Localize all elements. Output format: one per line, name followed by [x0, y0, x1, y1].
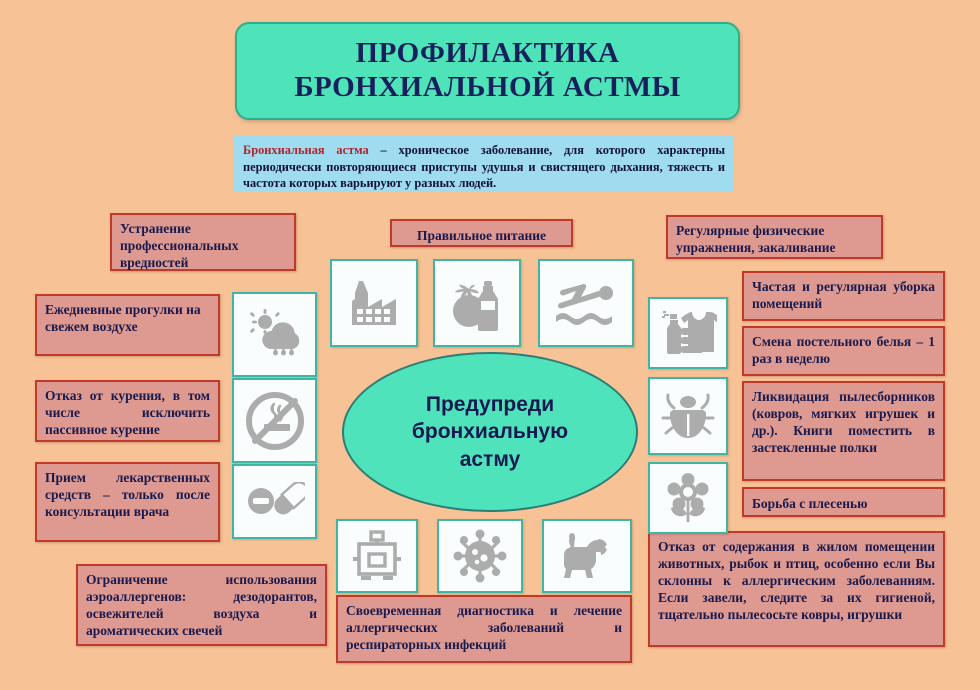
box-quit-smoking: Отказ от курения, в том числе исключить …: [35, 380, 220, 442]
definition-text: – хроническое заболевание, для которого …: [243, 143, 726, 190]
box-occupational-hazards: Устранение профессиональных вредностей: [110, 213, 296, 271]
title-line-1: ПРОФИЛАКТИКА: [355, 37, 620, 70]
pills-icon: [247, 481, 305, 514]
central-callout-text: Предупреди бронхиальную астму: [412, 391, 568, 473]
tile-pets: [542, 519, 632, 593]
spray-bottle-and-laundry-icon: [662, 311, 717, 354]
box-bed-linen-label: Смена постельного белья – 1 раз в неделю: [752, 334, 935, 366]
definition-box: Бронхиальная астма – хроническое заболев…: [234, 136, 734, 192]
box-medication: Прием лекарственных средств – только пос…: [35, 462, 220, 542]
swimmer-icon: [556, 283, 613, 325]
box-proper-nutrition-label: Правильное питание: [416, 228, 547, 243]
tile-diagnostics: [336, 519, 418, 593]
box-daily-walks: Ежедневные прогулки на свежем воздухе: [35, 294, 220, 356]
tile-medication: [232, 464, 317, 539]
central-line-3: астму: [459, 447, 521, 471]
tomato-and-milk-icon: [453, 281, 498, 331]
box-aeroallergens-label: Ограничение использования аэроаллергенов…: [86, 572, 317, 638]
tile-dust-mite: [648, 377, 728, 455]
tile-factory: [330, 259, 418, 347]
box-proper-nutrition: Правильное питание: [390, 219, 573, 247]
box-mold-control: Борьба с плесенью: [742, 487, 945, 517]
tile-nutrition: [433, 259, 521, 347]
box-physical-exercise-label: Регулярные физические упражнения, закали…: [676, 223, 836, 255]
flower-icon: [667, 473, 709, 522]
dog-icon: [564, 533, 609, 578]
tile-flower: [648, 462, 728, 534]
box-regular-cleaning: Частая и регулярная уборка помещений: [742, 271, 945, 321]
box-bed-linen: Смена постельного белья – 1 раз в неделю: [742, 326, 945, 376]
title-banner: ПРОФИЛАКТИКА БРОНХИАЛЬНОЙ АСТМЫ: [235, 22, 740, 120]
box-aeroallergens: Ограничение использования аэроаллергенов…: [76, 564, 327, 646]
box-pets-label: Отказ от содержания в жилом помещении жи…: [658, 539, 935, 622]
box-regular-cleaning-label: Частая и регулярная уборка помещений: [752, 279, 935, 311]
tile-virus: [437, 519, 523, 593]
no-smoking-icon: [245, 391, 304, 450]
central-line-2: бронхиальную: [411, 420, 569, 444]
tile-no-smoking: [232, 378, 317, 463]
box-dust-collectors: Ликвидация пылесборников (ковров, мягких…: [742, 381, 945, 481]
box-daily-walks-label: Ежедневные прогулки на свежем воздухе: [45, 302, 201, 334]
box-quit-smoking-label: Отказ от курения, в том числе исключить …: [45, 388, 210, 437]
box-timely-diagnostics-label: Своевременная диагностика и лечение алле…: [346, 603, 622, 652]
factory-icon: [352, 281, 396, 325]
sun-cloud-rain-icon: [249, 308, 299, 355]
box-pets: Отказ от содержания в жилом помещении жи…: [648, 531, 945, 647]
box-occupational-hazards-label: Устранение профессиональных вредностей: [120, 221, 239, 270]
definition-term: Бронхиальная астма: [243, 143, 369, 157]
box-mold-control-label: Борьба с плесенью: [752, 496, 868, 511]
box-timely-diagnostics: Своевременная диагностика и лечение алле…: [336, 595, 632, 663]
box-dust-collectors-label: Ликвидация пылесборников (ковров, мягких…: [752, 389, 935, 455]
box-physical-exercise: Регулярные физические упражнения, закали…: [666, 215, 883, 259]
poster-title: ПРОФИЛАКТИКА БРОНХИАЛЬНОЙ АСТМЫ: [294, 37, 680, 104]
tile-laundry: [648, 297, 728, 369]
tile-fresh-air: [232, 292, 317, 377]
virus-icon: [453, 529, 507, 583]
dust-mite-icon: [661, 393, 715, 438]
chest-xray-icon: [353, 530, 401, 580]
central-callout: Предупреди бронхиальную астму: [342, 352, 638, 512]
tile-swimming: [538, 259, 634, 347]
box-medication-label: Прием лекарственных средств – только пос…: [45, 470, 210, 519]
central-line-1: Предупреди: [425, 393, 555, 417]
title-line-2: БРОНХИАЛЬНОЙ АСТМЫ: [294, 71, 681, 103]
